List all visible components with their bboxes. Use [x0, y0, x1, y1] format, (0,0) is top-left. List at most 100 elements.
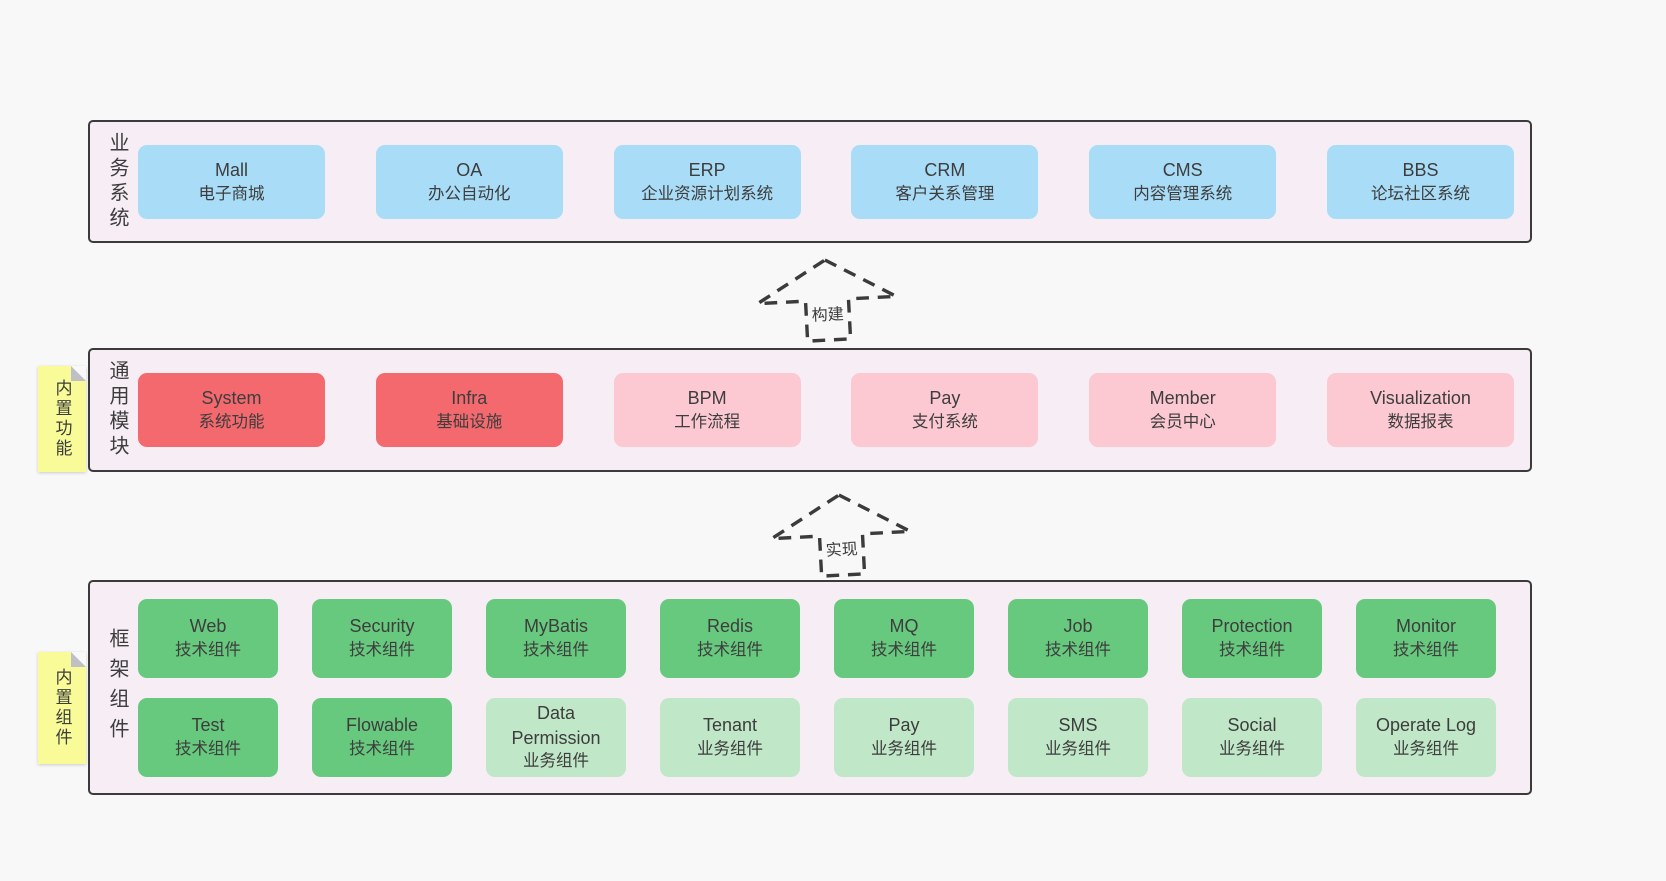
box-subtitle: 数据报表 — [1387, 413, 1454, 432]
box-title: CRM — [924, 159, 966, 180]
box-subtitle: 技术组件 — [349, 641, 415, 660]
box-subtitle: 系统功能 — [198, 413, 265, 432]
box-subtitle: 技术组件 — [871, 641, 937, 660]
box-title: OA — [456, 159, 483, 180]
box-subtitle: 业务组件 — [523, 752, 589, 771]
box-subtitle: 业务组件 — [1219, 740, 1285, 759]
box-title: Operate Log — [1375, 715, 1477, 736]
arrow-build: 构建 — [750, 253, 904, 347]
box-protection: Protection 技术组件 — [1182, 598, 1322, 678]
box-tenant: Tenant 业务组件 — [660, 697, 800, 777]
box-visualization: Visualization 数据报表 — [1326, 373, 1514, 447]
box-mybatis: MyBatis 技术组件 — [486, 598, 626, 678]
box-title: Tenant — [702, 715, 758, 736]
box-title: Monitor — [1395, 616, 1457, 637]
box-title: MyBatis — [523, 616, 588, 637]
box-subtitle: 电子商城 — [198, 184, 265, 203]
box-flowable: Flowable 技术组件 — [312, 697, 452, 777]
box-subtitle: 支付系统 — [911, 413, 978, 432]
box-data-permission: Data Permission 业务组件 — [486, 697, 626, 777]
box-subtitle: 基础设施 — [436, 413, 503, 432]
box-title: MQ — [889, 616, 919, 637]
box-title: ERP — [688, 159, 726, 180]
box-cms: CMS 内容管理系统 — [1089, 144, 1277, 219]
framework-components-grid: Web 技术组件 Security 技术组件 MyBatis 技术组件 Redi… — [132, 598, 1530, 777]
box-subtitle: 业务组件 — [871, 740, 937, 759]
box-title: Social — [1227, 715, 1277, 736]
box-subtitle: 内容管理系统 — [1133, 184, 1233, 203]
layer-common-modules: 通用模块 System 系统功能 Infra 基础设施 BPM 工作流程 Pay… — [88, 348, 1532, 472]
sticky-note-built-in-components: 内置组件 — [38, 652, 86, 764]
box-redis: Redis 技术组件 — [660, 598, 800, 678]
sticky-note-label: 内置组件 — [52, 668, 72, 748]
box-subtitle: 业务组件 — [697, 740, 763, 759]
box-subtitle: 企业资源计划系统 — [641, 184, 774, 203]
box-system: System 系统功能 — [138, 373, 325, 447]
box-subtitle: 技术组件 — [1393, 641, 1459, 660]
box-test: Test 技术组件 — [138, 697, 278, 777]
box-sms: SMS 业务组件 — [1008, 697, 1148, 777]
box-title: Redis — [706, 616, 754, 637]
box-subtitle: 技术组件 — [523, 641, 589, 660]
box-subtitle: 技术组件 — [697, 641, 763, 660]
box-title: SMS — [1058, 715, 1098, 736]
box-title: Flowable — [345, 715, 419, 736]
box-operate-log: Operate Log 业务组件 — [1356, 697, 1496, 777]
box-security: Security 技术组件 — [312, 598, 452, 678]
arrow-implement-label: 实现 — [822, 535, 862, 561]
layer-label-business-systems: 业务系统 — [106, 131, 128, 232]
box-title: Job — [1063, 616, 1093, 637]
box-infra: Infra 基础设施 — [375, 373, 563, 447]
box-title: System — [201, 388, 262, 409]
box-pay-biz: Pay 业务组件 — [834, 697, 974, 777]
box-subtitle: 技术组件 — [1219, 641, 1285, 660]
box-pay: Pay 支付系统 — [851, 373, 1039, 447]
box-bpm: BPM 工作流程 — [613, 373, 801, 447]
arrow-up-icon — [765, 493, 917, 578]
common-modules-box-row: System 系统功能 Infra 基础设施 BPM 工作流程 Pay 支付系统… — [132, 373, 1530, 447]
box-title: Mall — [214, 159, 248, 180]
box-subtitle: 技术组件 — [349, 740, 415, 759]
box-subtitle: 论坛社区系统 — [1370, 184, 1470, 203]
box-web: Web 技术组件 — [138, 598, 278, 678]
box-bbs: BBS 论坛社区系统 — [1326, 144, 1514, 219]
box-mall: Mall 电子商城 — [138, 144, 325, 219]
box-title: CMS — [1162, 159, 1203, 180]
box-subtitle: 办公自动化 — [428, 184, 511, 203]
business-systems-box-row: Mall 电子商城 OA 办公自动化 ERP 企业资源计划系统 CRM 客户关系… — [132, 144, 1530, 219]
box-title: Pay — [888, 715, 920, 736]
layer-label-framework-components: 框架组件 — [106, 627, 128, 748]
box-member: Member 会员中心 — [1089, 373, 1277, 447]
box-title: Web — [189, 616, 227, 637]
box-title: BPM — [687, 388, 727, 409]
box-crm: CRM 客户关系管理 — [851, 144, 1039, 219]
layer-business-systems: 业务系统 Mall 电子商城 OA 办公自动化 ERP 企业资源计划系统 CRM… — [88, 120, 1532, 243]
box-title: Pay — [929, 388, 961, 409]
box-oa: OA 办公自动化 — [375, 144, 563, 219]
layer-label-common-modules: 通用模块 — [106, 360, 128, 460]
box-job: Job 技术组件 — [1008, 598, 1148, 678]
box-mq: MQ 技术组件 — [834, 598, 974, 678]
arrow-build-label: 构建 — [808, 300, 848, 326]
box-subtitle: 会员中心 — [1149, 413, 1216, 432]
sticky-note-built-in-features: 内置功能 — [38, 366, 86, 472]
box-title: Security — [349, 616, 415, 637]
arrow-up-icon — [751, 258, 903, 343]
arrow-implement: 实现 — [764, 488, 918, 582]
sticky-note-label: 内置功能 — [52, 379, 72, 459]
box-title: Test — [191, 715, 225, 736]
box-title: Data Permission — [511, 702, 601, 748]
layer-framework-components: 框架组件 Web 技术组件 Security 技术组件 MyBatis 技术组件… — [88, 580, 1532, 795]
box-subtitle: 技术组件 — [1045, 641, 1111, 660]
box-subtitle: 业务组件 — [1393, 740, 1459, 759]
box-title: BBS — [1402, 159, 1439, 180]
box-subtitle: 技术组件 — [175, 740, 241, 759]
box-subtitle: 客户关系管理 — [895, 184, 995, 203]
box-title: Visualization — [1370, 388, 1471, 409]
box-monitor: Monitor 技术组件 — [1356, 598, 1496, 678]
box-subtitle: 技术组件 — [175, 641, 241, 660]
box-title: Infra — [451, 388, 488, 409]
box-title: Protection — [1211, 616, 1293, 637]
box-title: Member — [1149, 388, 1216, 409]
box-social: Social 业务组件 — [1182, 697, 1322, 777]
